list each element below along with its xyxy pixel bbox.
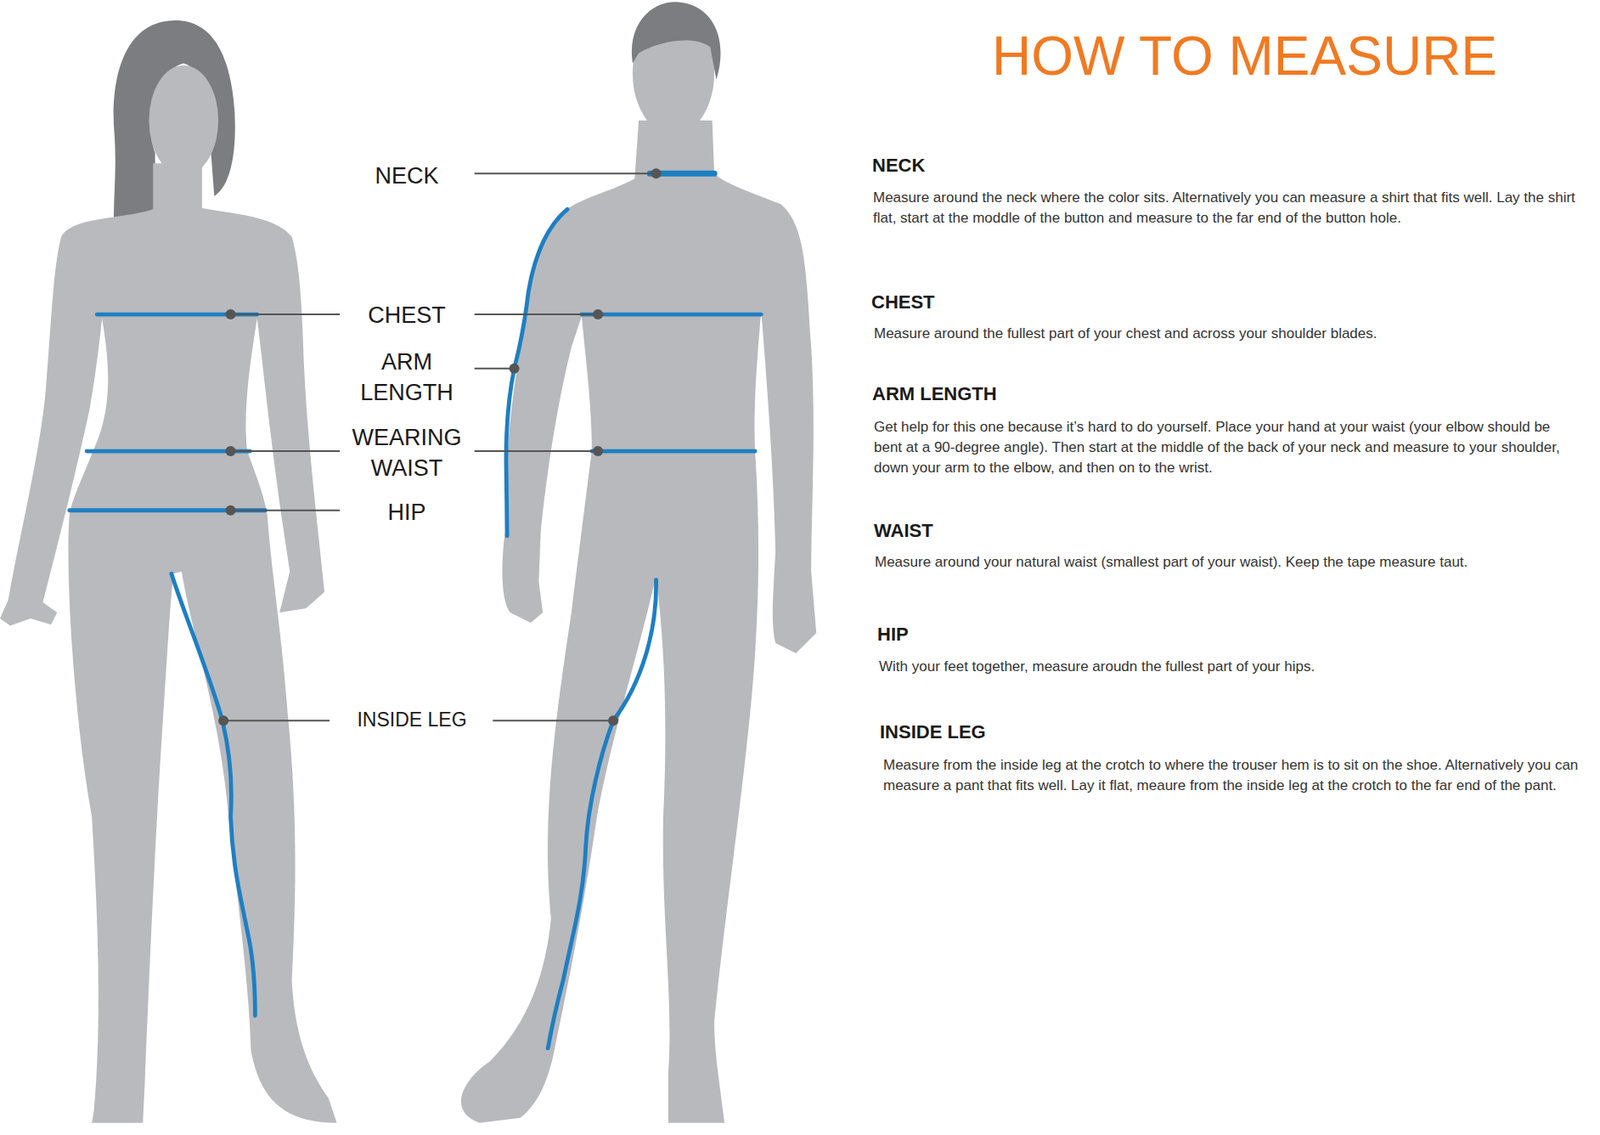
- leader-line: [474, 172, 657, 175]
- instruction-text: Get help for this one because it’s hard …: [873, 416, 1579, 479]
- section-heading: NECK: [872, 153, 925, 178]
- inside-leg-tape: [171, 573, 256, 1015]
- leader-dot: [509, 363, 520, 374]
- leader-line: [230, 313, 341, 316]
- instruction-text: Measure around the fullest part of your …: [873, 323, 1579, 344]
- leader-dot: [592, 445, 603, 457]
- leader-dot: [225, 309, 237, 320]
- leader-line: [223, 719, 330, 722]
- measure-label: INSIDE LEG: [339, 706, 485, 733]
- section-heading: HIP: [877, 622, 909, 647]
- section-heading: CHEST: [871, 290, 936, 315]
- leader-dot: [592, 309, 603, 320]
- arm-length-tape: [506, 208, 568, 536]
- instruction-text: Measure around the neck where the color …: [873, 187, 1578, 229]
- leader-dot: [225, 505, 237, 516]
- measure-label: CHEST: [347, 299, 467, 331]
- section-heading: INSIDE LEG: [879, 720, 986, 744]
- section-heading: WAIST: [873, 518, 934, 543]
- measure-label: NECK: [347, 160, 467, 192]
- section-heading: ARM LENGTH: [872, 382, 998, 406]
- measure-label: WEARING WAIST: [347, 422, 467, 484]
- leader-dot: [218, 715, 229, 726]
- leader-line: [474, 367, 515, 370]
- man-hair: [631, 1, 722, 79]
- leader-line: [230, 450, 341, 452]
- inside-leg-tape: [547, 579, 656, 1048]
- woman-face: [148, 65, 219, 176]
- leader-line: [230, 509, 341, 512]
- instruction-text: Measure around your natural waist (small…: [874, 552, 1580, 573]
- page-title: HOW TO MEASURE: [991, 23, 1498, 89]
- leader-dot: [225, 445, 237, 457]
- measure-label: HIP: [347, 496, 467, 528]
- chest-tape: [581, 312, 761, 317]
- instruction-text: With your feet together, measure aroudn …: [878, 656, 1584, 677]
- leader-line: [474, 313, 598, 316]
- leader-line: [474, 450, 598, 452]
- instruction-text: Measure from the inside leg at the crotc…: [883, 754, 1589, 796]
- woman-body: [0, 163, 337, 1122]
- waist-tape: [591, 449, 755, 454]
- measure-label: ARM LENGTH: [347, 346, 467, 408]
- leader-line: [492, 719, 614, 722]
- man-body: [461, 120, 817, 1123]
- leader-dot: [651, 168, 662, 179]
- leader-dot: [608, 715, 619, 726]
